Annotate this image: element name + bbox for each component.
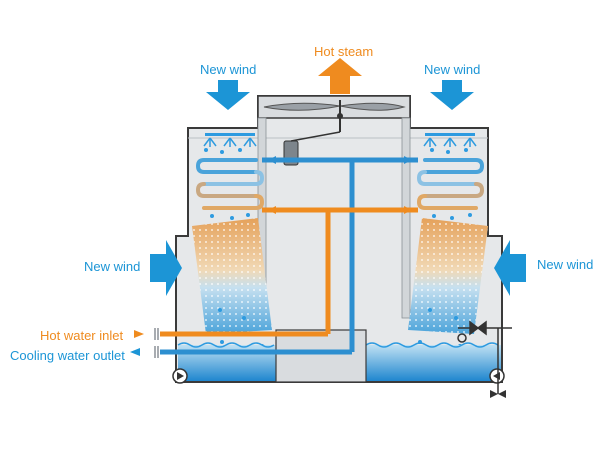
coil-bundle-right — [416, 158, 485, 210]
new-wind-arrow-right — [494, 240, 526, 296]
hot-steam-label: Hot steam — [314, 44, 374, 59]
spray-nozzles-left — [203, 133, 257, 147]
new-wind-label-top-right: New wind — [424, 62, 481, 77]
cold-water-pipe — [160, 157, 418, 355]
basin-left — [177, 342, 276, 381]
pipe-flanges — [154, 328, 159, 358]
water-droplets — [204, 148, 472, 348]
new-wind-arrow-top-right — [430, 80, 474, 110]
hot-water-pipe — [160, 207, 418, 337]
hot-steam-arrow — [318, 58, 362, 94]
cooling-outlet-arrow-icon — [130, 348, 140, 356]
drain-valve-icon — [490, 390, 506, 398]
makeup-valve-icon — [457, 320, 512, 394]
hot-flow-arrows — [268, 206, 412, 214]
basin-right — [365, 342, 501, 381]
cooling-water-outlet-label: Cooling water outlet — [10, 348, 125, 363]
pump-right-icon — [489, 368, 505, 384]
hot-water-inlet-label: Hot water inlet — [40, 328, 124, 343]
new-wind-arrow-left — [150, 240, 182, 296]
coil-bundle-left — [195, 158, 265, 210]
fill-media-left — [192, 218, 272, 334]
new-wind-label-left: New wind — [84, 259, 141, 274]
spray-nozzles-right — [423, 133, 477, 147]
fan-icon — [263, 100, 406, 132]
pump-left-icon — [172, 368, 188, 384]
new-wind-label-top-left: New wind — [200, 62, 257, 77]
fill-media-right — [408, 218, 488, 334]
new-wind-arrow-top-left — [206, 80, 250, 110]
hot-inlet-arrow-icon — [134, 330, 144, 338]
new-wind-label-right: New wind — [537, 257, 594, 272]
cold-flow-arrows — [268, 156, 412, 164]
